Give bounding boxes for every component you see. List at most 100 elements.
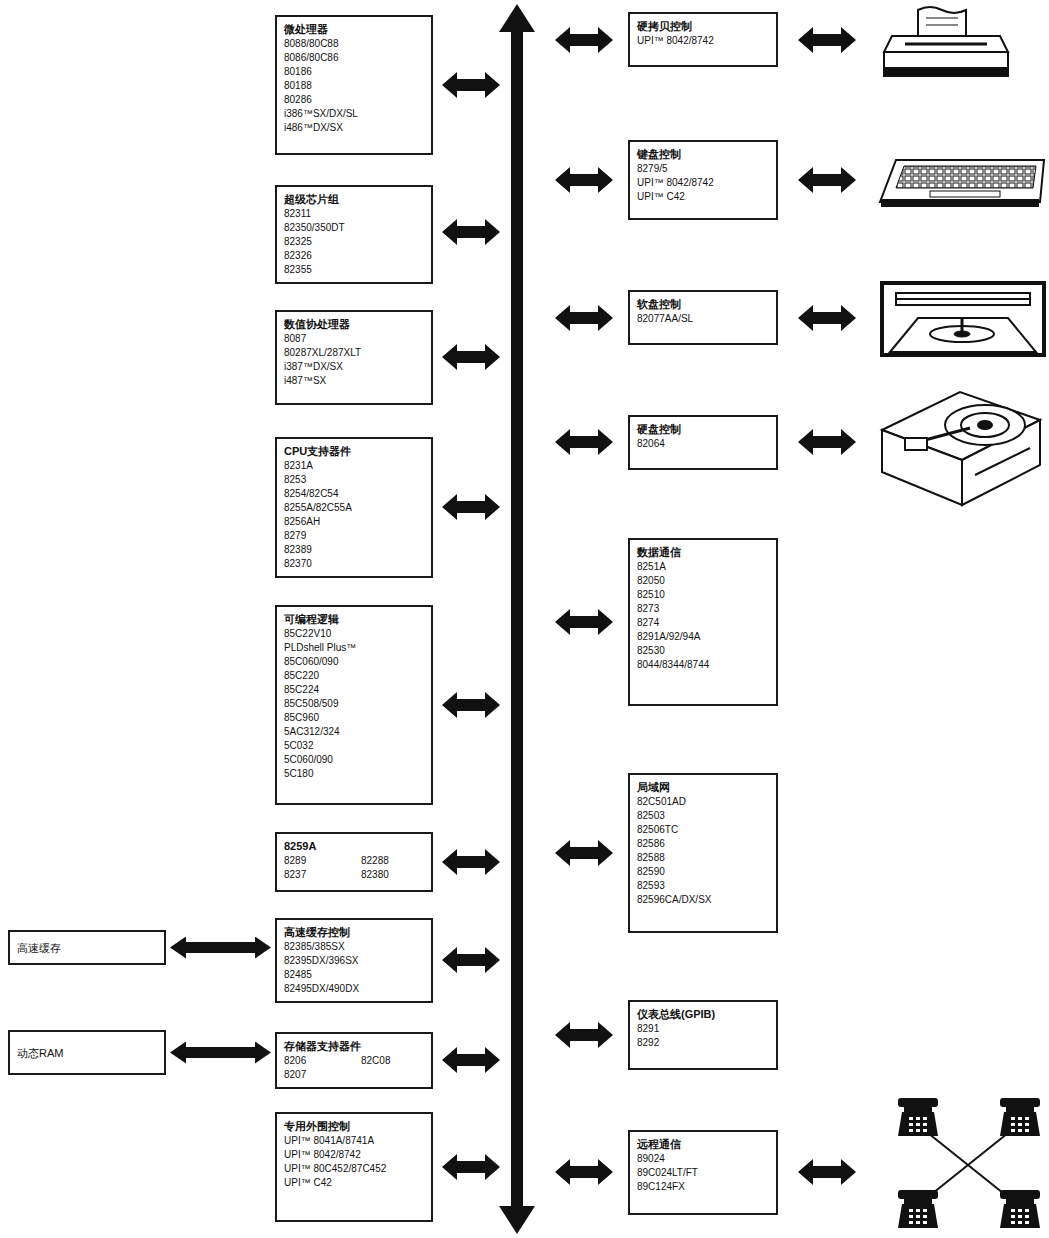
box-heading: 专用外围控制 <box>284 1119 424 1134</box>
chip-family-box: 微处理器8088/80C888086/80C86801868018880286i… <box>275 15 433 155</box>
chip-family-box: 存储器支持器件820682C088207 <box>275 1032 433 1089</box>
part-number: 82586 <box>637 837 769 851</box>
part-number: 82495DX/490DX <box>284 982 424 996</box>
box-heading: 数值协处理器 <box>284 317 424 332</box>
part-number: 82326 <box>284 249 424 263</box>
box-heading: CPU支持器件 <box>284 444 424 459</box>
box-heading: 局域网 <box>637 780 769 795</box>
bus-arrows-left <box>442 72 500 1180</box>
box-heading: 超级芯片组 <box>284 192 424 207</box>
part-number: 8231A <box>284 459 424 473</box>
part-number: 高速缓存 <box>17 941 157 955</box>
part-number: 82380 <box>361 868 424 882</box>
box-heading: 远程通信 <box>637 1137 769 1152</box>
bus-arrows-right <box>555 27 613 1185</box>
box-heading: 高速缓存控制 <box>284 925 424 940</box>
part-number: 82311 <box>284 207 424 221</box>
part-number: 80287XL/287XLT <box>284 346 424 360</box>
chip-family-box: 8259A828982288823782380 <box>275 832 433 892</box>
system-bus <box>499 4 535 1234</box>
chip-family-box: CPU支持器件8231A82538254/82C548255A/82C55A82… <box>275 437 433 578</box>
part-number: UPI™ 8042/8742 <box>637 34 769 48</box>
part-number: i487™SX <box>284 374 424 388</box>
box-heading: 存储器支持器件 <box>284 1039 424 1054</box>
part-number: UPI™ C42 <box>637 190 769 204</box>
box-heading: 硬拷贝控制 <box>637 19 769 34</box>
part-number: 8253 <box>284 473 424 487</box>
part-number: 82355 <box>284 263 424 277</box>
part-number: 82530 <box>637 644 769 658</box>
part-number: 8273 <box>637 602 769 616</box>
part-number: i486™DX/SX <box>284 121 424 135</box>
part-number: 89024 <box>637 1152 769 1166</box>
chip-family-box: 动态RAM <box>8 1030 166 1075</box>
part-number: 5C180 <box>284 767 424 781</box>
part-number: 82064 <box>637 437 769 451</box>
part-number: 89C124FX <box>637 1180 769 1194</box>
device-arrows <box>798 27 856 1185</box>
chip-family-box: 数值协处理器808780287XL/287XLTi387™DX/SXi487™S… <box>275 310 433 405</box>
part-number: 5C032 <box>284 739 424 753</box>
part-number: 8044/8344/8744 <box>637 658 769 672</box>
hard-disk-icon <box>882 392 1040 505</box>
part-number: 8291 <box>637 1022 769 1036</box>
box-heading: 微处理器 <box>284 22 424 37</box>
chip-family-box: 数据通信8251A8205082510827382748291A/92/94A8… <box>628 538 778 706</box>
chip-family-box: 超级芯片组8231182350/350DT823258232682355 <box>275 185 433 284</box>
telephone-icon <box>1000 1190 1040 1228</box>
part-number: 82385/385SX <box>284 940 424 954</box>
part-number: 82588 <box>637 851 769 865</box>
keyboard-icon <box>880 160 1044 206</box>
part-number: 5C060/090 <box>284 753 424 767</box>
chip-family-box: 高速缓存 <box>8 930 166 965</box>
telephone-icon <box>898 1190 938 1228</box>
part-number: 82590 <box>637 865 769 879</box>
part-number: 5AC312/324 <box>284 725 424 739</box>
part-number: UPI™ 8042/8742 <box>284 1148 424 1162</box>
part-number: 8207 <box>284 1068 424 1082</box>
part-number: 85C508/509 <box>284 697 424 711</box>
part-number: UPI™ 8041A/8741A <box>284 1134 424 1148</box>
part-number: 82503 <box>637 809 769 823</box>
part-number: 85C060/090 <box>284 655 424 669</box>
part-number: 8251A <box>637 560 769 574</box>
part-number: 82C08 <box>361 1054 424 1068</box>
part-number: 82510 <box>637 588 769 602</box>
part-number: 8274 <box>637 616 769 630</box>
chip-family-box: 专用外围控制UPI™ 8041A/8741AUPI™ 8042/8742UPI™… <box>275 1112 433 1222</box>
part-number: i387™DX/SX <box>284 360 424 374</box>
block-arrow <box>186 1047 255 1058</box>
chip-family-box: 高速缓存控制82385/385SX82395DX/396SX8248582495… <box>275 918 433 1003</box>
part-number: 8086/80C86 <box>284 51 424 65</box>
part-number: 82350/350DT <box>284 221 424 235</box>
chip-family-box: 远程通信8902489C024LT/FT89C124FX <box>628 1130 778 1215</box>
printer-icon <box>884 7 1008 76</box>
part-number: 82370 <box>284 557 424 571</box>
part-number: i386™SX/DX/SL <box>284 107 424 121</box>
part-number: 89C024LT/FT <box>637 1166 769 1180</box>
part-number: 8289 <box>284 854 361 868</box>
part-number: 82395DX/396SX <box>284 954 424 968</box>
chip-family-box: 硬盘控制82064 <box>628 415 778 470</box>
part-number: 8292 <box>637 1036 769 1050</box>
part-number: 8291A/92/94A <box>637 630 769 644</box>
part-number: 80188 <box>284 79 424 93</box>
part-number: 82506TC <box>637 823 769 837</box>
part-number: 8206 <box>284 1054 361 1068</box>
part-number: 85C960 <box>284 711 424 725</box>
part-number: 8255A/82C55A <box>284 501 424 515</box>
part-number: 85C224 <box>284 683 424 697</box>
part-number: 82C501AD <box>637 795 769 809</box>
part-number: UPI™ C42 <box>284 1176 424 1190</box>
part-number: 82485 <box>284 968 424 982</box>
box-heading: 仪表总线(GPIB) <box>637 1007 769 1022</box>
box-heading: 键盘控制 <box>637 147 769 162</box>
box-heading: 数据通信 <box>637 545 769 560</box>
part-number: 85C220 <box>284 669 424 683</box>
chip-family-box: 可编程逻辑85C22V10PLDshell Plus™85C060/09085C… <box>275 605 433 805</box>
box-heading: 硬盘控制 <box>637 422 769 437</box>
part-number: 8237 <box>284 868 361 882</box>
part-number: 82050 <box>637 574 769 588</box>
part-number: PLDshell Plus™ <box>284 641 424 655</box>
chip-family-box: 键盘控制8279/5UPI™ 8042/8742UPI™ C42 <box>628 140 778 220</box>
